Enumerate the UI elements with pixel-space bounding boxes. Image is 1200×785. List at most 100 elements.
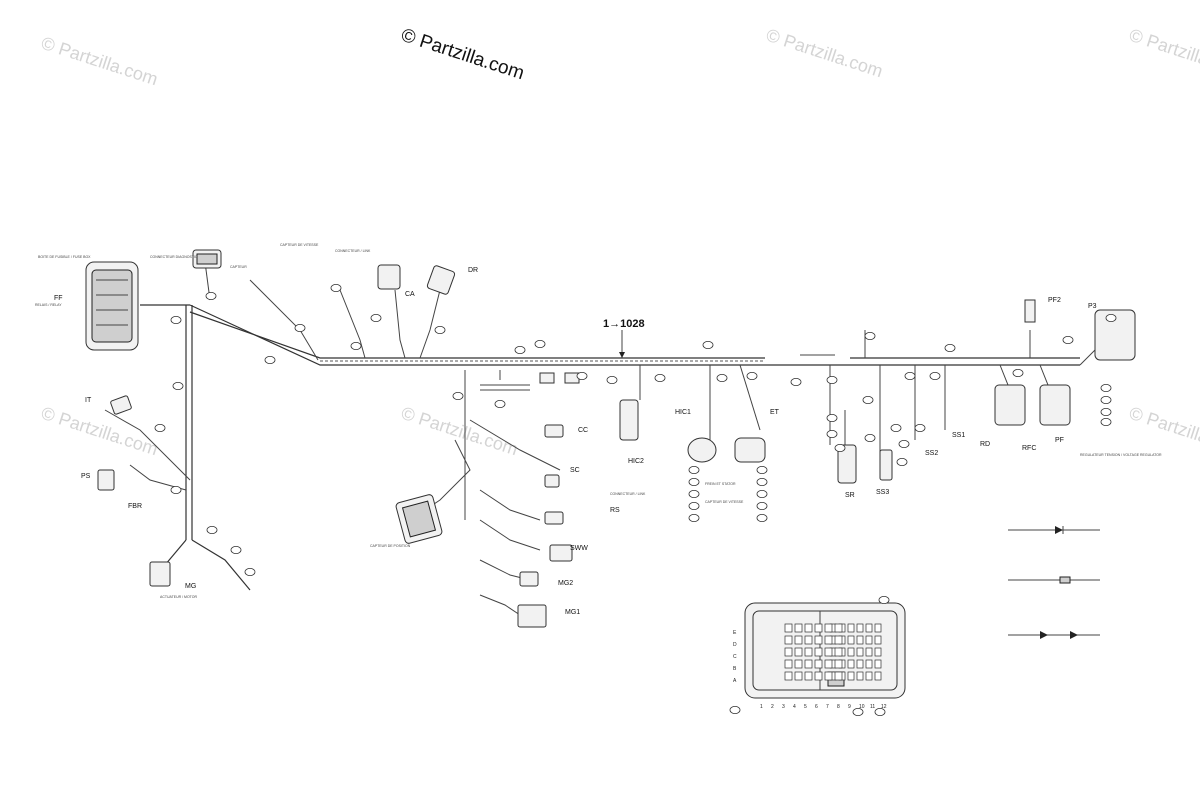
code-it: IT	[85, 397, 92, 404]
callout-bubble	[1012, 368, 1024, 377]
callout-bubble	[852, 708, 864, 717]
callout-bubble	[452, 391, 464, 400]
callout-bubble	[370, 313, 382, 322]
ecm-row-number: 4	[793, 704, 796, 710]
code-mg1: MG1	[565, 609, 580, 616]
callout-bubble	[862, 395, 874, 404]
callout-bubble	[170, 315, 182, 324]
ecm-pin	[856, 671, 864, 681]
code-ss3: SS2	[925, 450, 938, 457]
ecm-pin	[834, 635, 843, 645]
ecm-column-letter: D	[733, 642, 737, 648]
center-connectors: CAPTEUR DE POSITION CC SC RS SWW MG2 MG1…	[370, 372, 646, 628]
svg-text:FF: FF	[54, 295, 63, 302]
ecm-pin	[874, 623, 882, 633]
ecm-pin	[784, 659, 793, 669]
ecm-pin	[874, 647, 882, 657]
top-connectors: CONNECTEUR DIAGNOSTIC CA DR CAPTEUR DE V…	[150, 243, 478, 298]
ecm-row-number: 6	[815, 704, 818, 710]
ecm-pin	[824, 659, 833, 669]
callout-bubble	[1105, 313, 1117, 322]
ecm-column-letter: A	[733, 678, 737, 684]
callout-bubble	[1100, 407, 1112, 416]
callout-bubble	[688, 489, 700, 498]
ecm-pin	[824, 635, 833, 645]
callout-bubble	[702, 340, 714, 349]
callout-bubble	[790, 377, 802, 386]
code-hic1: ET	[770, 409, 780, 416]
ecm-pin	[804, 623, 813, 633]
callout-bubble	[864, 331, 876, 340]
code-ps: PS	[81, 473, 91, 480]
code-ss2: SS1	[952, 432, 965, 439]
callout-bubble	[874, 708, 886, 717]
ecm-pin	[794, 635, 803, 645]
ecm-pin	[865, 659, 873, 669]
code-mg2: MG2	[558, 580, 573, 587]
ecm-pin	[856, 647, 864, 657]
ecm-pin	[784, 647, 793, 657]
callout-bubble	[1100, 383, 1112, 392]
ecm-pin	[856, 659, 864, 669]
callout-bubble	[904, 371, 916, 380]
callout-bubble	[294, 323, 306, 332]
watermark-top-center: © Partzilla.com	[764, 25, 886, 82]
ecm-row-number: 7	[826, 704, 829, 710]
ecm-row-number: 2	[771, 704, 774, 710]
ecm-column-letter: C	[733, 654, 737, 660]
main-reference-label: 1→1028	[603, 318, 645, 330]
code-hic2: HIC1	[675, 409, 691, 416]
code-rfc: PF	[1055, 437, 1064, 444]
svg-text:REGULATEUR TENSION / VOLTAGE R: REGULATEUR TENSION / VOLTAGE REGULATOR	[1080, 453, 1162, 457]
svg-text:CAPTEUR DE POSITION: CAPTEUR DE POSITION	[370, 544, 411, 548]
ecm-pin	[804, 635, 813, 645]
ecm-pin	[847, 671, 855, 681]
left-ecu-connector: BOITE DE FUSIBLE / FUSE BOX RELAIS / REL…	[35, 255, 139, 351]
callout-bubble	[729, 706, 741, 715]
main-reference-callout: 1→1028	[603, 318, 645, 358]
watermark-mid-center: © Partzilla.com	[399, 403, 521, 460]
ecm-pin	[794, 671, 803, 681]
code-dr: DR	[468, 267, 478, 274]
callout-bubble	[170, 485, 182, 494]
ecm-pin	[847, 647, 855, 657]
callout-bubble	[264, 355, 276, 364]
callout-bubble	[606, 375, 618, 384]
ecm-pin	[874, 659, 882, 669]
ecm-pin	[804, 671, 813, 681]
callout-bubbles	[154, 283, 1117, 717]
callout-bubble	[534, 339, 546, 348]
hic-connectors: HIC1 ET FREIN ET STATOR CAPTEUR DE VITES…	[675, 409, 780, 504]
svg-text:CONNECTEUR / LINK: CONNECTEUR / LINK	[610, 492, 646, 496]
watermark-mid-right: © Partzilla.com	[1127, 403, 1200, 460]
ecm-row-number: 11	[870, 704, 875, 710]
ecm-pin	[814, 635, 823, 645]
watermark-layer: © Partzilla.com © Partzilla.com © Partzi…	[39, 25, 1200, 460]
code-rs: RS	[610, 507, 620, 514]
ecm-row-number: 12	[881, 704, 887, 710]
code-sr: SS3	[876, 489, 889, 496]
callout-bubble	[756, 514, 768, 523]
code-cc: CC	[578, 427, 588, 434]
brand-watermark: © Partzilla.com	[398, 25, 526, 85]
callout-bubble	[826, 375, 838, 384]
main-harness	[104, 261, 1101, 616]
ecm-pin	[814, 623, 823, 633]
svg-text:CAPTEUR DE VITESSE: CAPTEUR DE VITESSE	[705, 500, 744, 504]
callout-bubble	[878, 596, 890, 605]
code-et: SR	[845, 492, 855, 499]
ecm-pin	[794, 659, 803, 669]
svg-text:FREIN ET STATOR: FREIN ET STATOR	[705, 482, 736, 486]
ecm-pin	[874, 671, 882, 681]
ecm-pin	[834, 623, 843, 633]
callout-bubble	[929, 371, 941, 380]
ecm-pin	[784, 623, 793, 633]
callout-bubble	[434, 325, 446, 334]
callout-bubble	[1100, 395, 1112, 404]
callout-bubble	[205, 291, 217, 300]
callout-bubble	[230, 546, 242, 555]
ecm-pin	[814, 659, 823, 669]
